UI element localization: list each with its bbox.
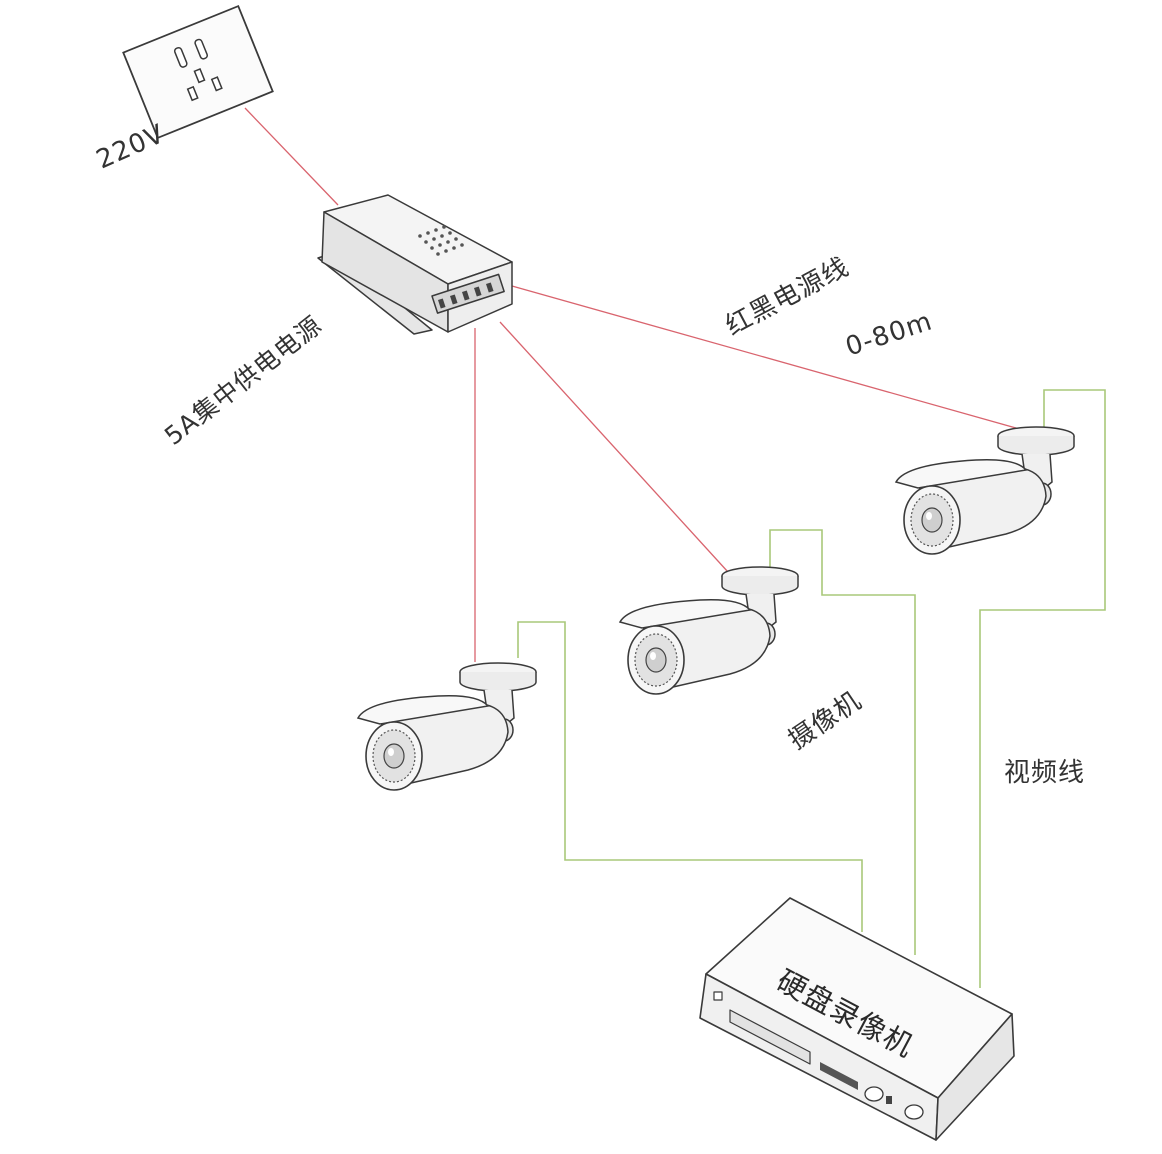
- dvr-recorder-icon: [699, 897, 1015, 1141]
- security-camera-icon: [895, 426, 1075, 555]
- wall-socket-icon: [122, 4, 274, 140]
- video-wire-camera-1: [517, 621, 863, 932]
- security-camera-icon: [357, 662, 537, 791]
- video-wires: [517, 389, 1106, 988]
- mains-wire: [244, 107, 339, 206]
- video-wire-camera-2: [769, 529, 916, 955]
- power-wire-camera-2: [499, 321, 729, 573]
- security-camera-icon: [619, 566, 799, 695]
- video-cable-label: 视频线: [1004, 758, 1086, 788]
- power-supply-box-icon: [317, 194, 513, 335]
- power-wires: [244, 107, 1031, 662]
- video-wire-camera-3: [979, 389, 1106, 988]
- power-wire-camera-3: [511, 285, 1031, 433]
